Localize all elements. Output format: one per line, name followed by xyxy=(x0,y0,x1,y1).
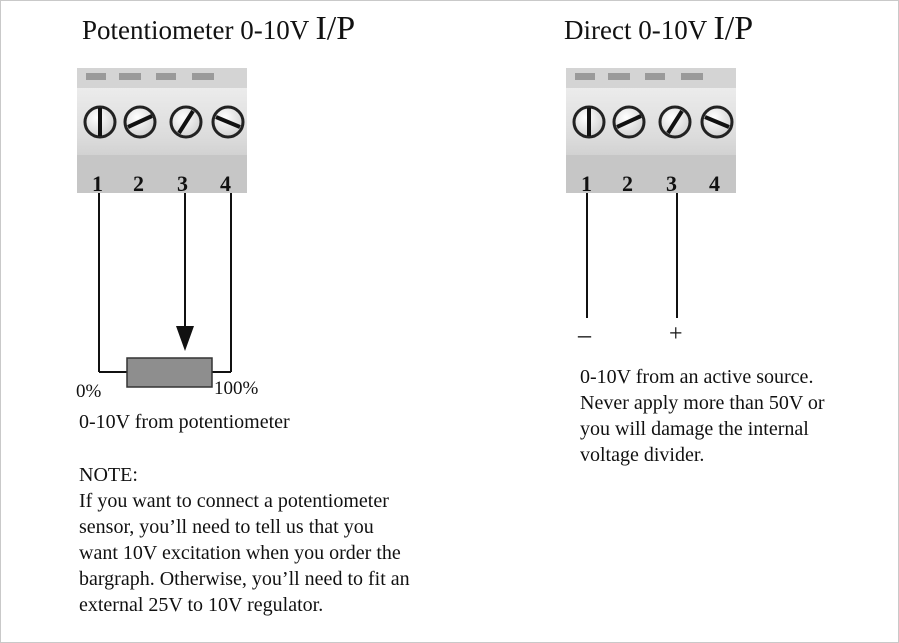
right-title-io: I/P xyxy=(713,10,754,47)
note-line: want 10V excitation when you order the xyxy=(79,542,401,564)
terminal-number: 1 xyxy=(92,171,103,196)
wiper-arrow-icon xyxy=(176,326,194,351)
caption-line: you will damage the internal xyxy=(580,418,809,440)
caption-line: Never apply more than 50V or xyxy=(580,392,825,414)
note-line: sensor, you’ll need to tell us that you xyxy=(79,516,374,538)
terminal-number: 3 xyxy=(666,171,677,196)
left-wiring xyxy=(98,193,232,373)
minus-label: – xyxy=(578,320,591,349)
note-heading: NOTE: xyxy=(79,464,138,486)
right-wiring xyxy=(586,193,678,318)
full-percent-label: 100% xyxy=(214,378,259,399)
left-caption: 0-10V from potentiometer xyxy=(79,411,290,433)
left-title-io: I/P xyxy=(315,10,356,47)
right-title: Direct 0-10V I/P xyxy=(564,10,753,48)
right-terminal-block xyxy=(566,68,736,193)
left-title: Potentiometer 0-10V I/P xyxy=(82,10,355,48)
plus-label: + xyxy=(669,321,683,347)
left-terminal-block xyxy=(77,68,247,193)
terminal-number: 2 xyxy=(133,171,144,196)
caption-line: voltage divider. xyxy=(580,444,705,466)
right-caption: 0-10V from an active source. Never apply… xyxy=(580,364,825,468)
caption-line: 0-10V from an active source. xyxy=(580,366,814,388)
terminal-number: 4 xyxy=(709,171,720,196)
potentiometer-resistor xyxy=(126,357,213,388)
note-line: If you want to connect a potentiometer xyxy=(79,490,389,512)
note-block: NOTE: If you want to connect a potentiom… xyxy=(79,462,410,618)
zero-percent-label: 0% xyxy=(76,381,102,402)
right-title-main: Direct 0-10V xyxy=(564,15,707,45)
terminal-number: 3 xyxy=(177,171,188,196)
left-title-main: Potentiometer 0-10V xyxy=(82,15,309,45)
terminal-number: 2 xyxy=(622,171,633,196)
terminal-number: 1 xyxy=(581,171,592,196)
terminal-number: 4 xyxy=(220,171,231,196)
note-line: bargraph. Otherwise, you’ll need to fit … xyxy=(79,568,410,590)
note-line: external 25V to 10V regulator. xyxy=(79,594,324,616)
